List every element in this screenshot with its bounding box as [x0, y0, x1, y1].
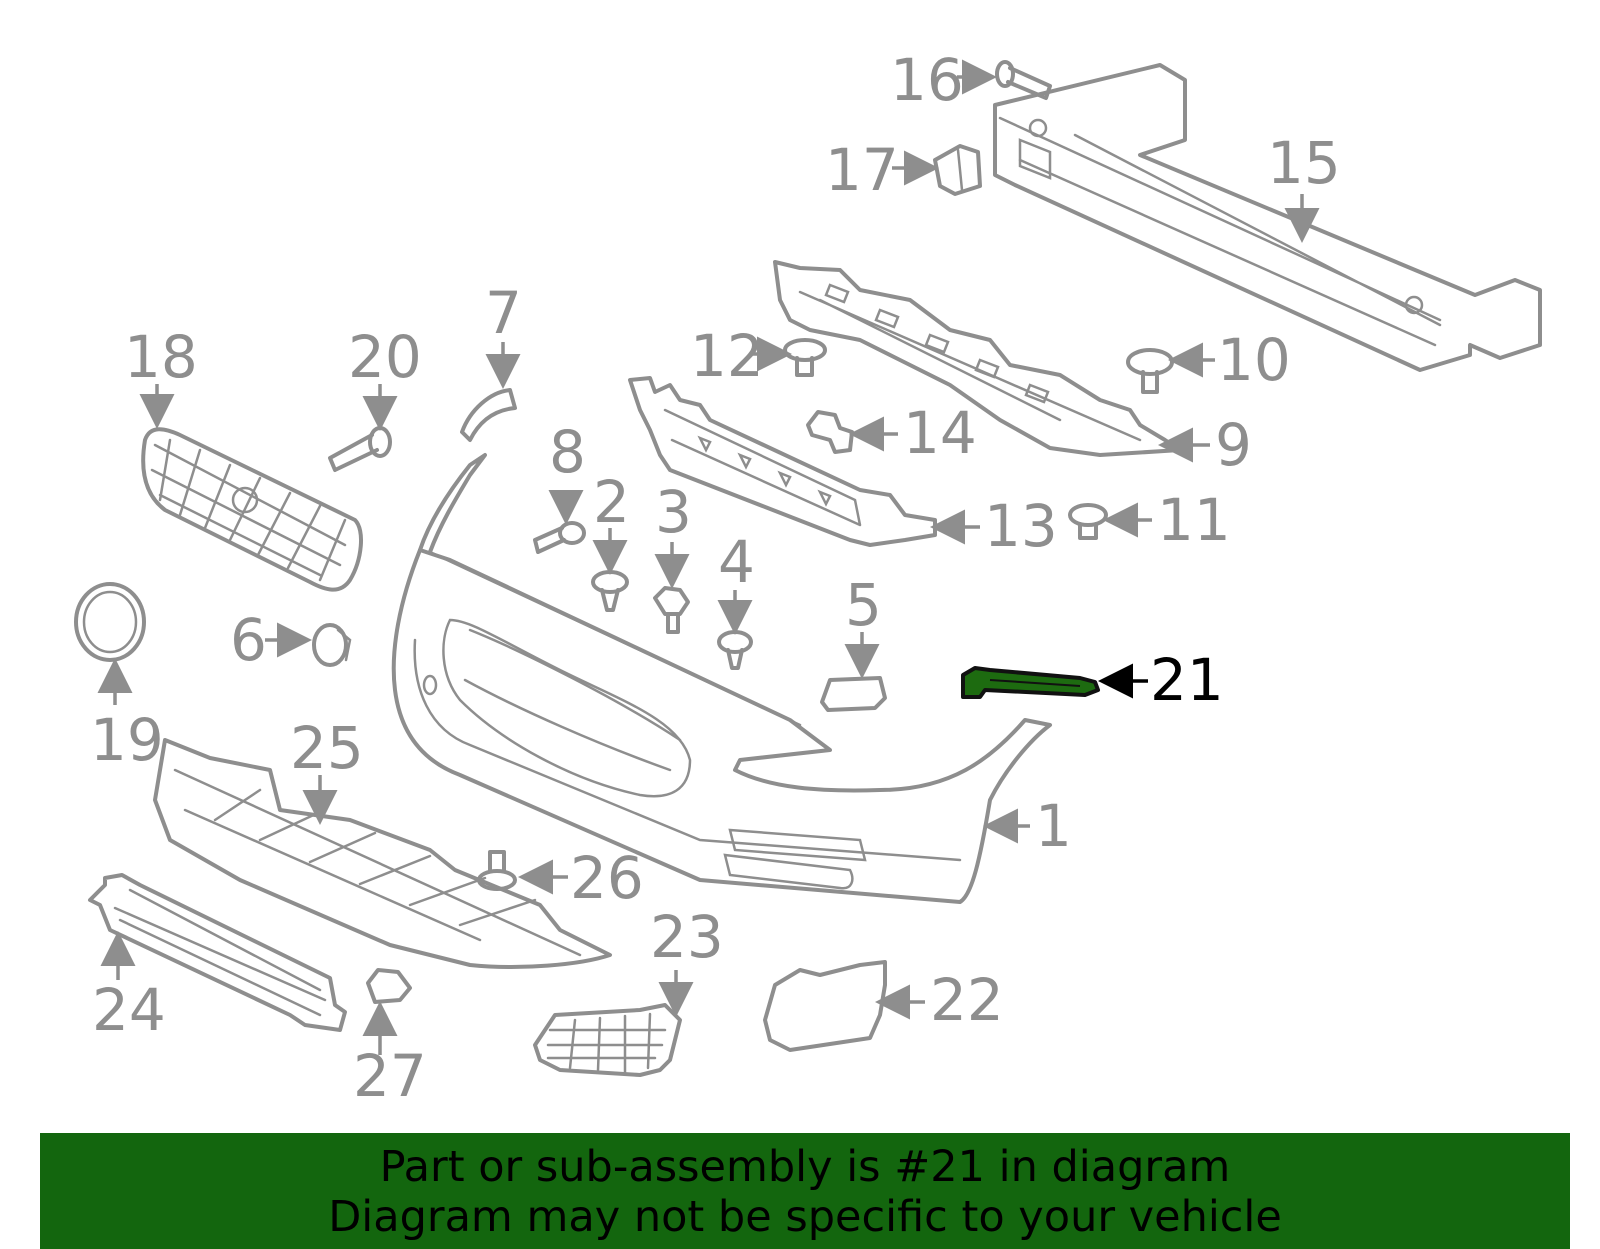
part-9-absorber	[773, 260, 1182, 457]
part-11-push-pin	[1068, 503, 1108, 540]
callout-15: 15	[1267, 129, 1341, 197]
part-20-bolt	[328, 426, 392, 472]
part-23-grille-insert	[533, 1003, 682, 1077]
part-16-bolt	[995, 60, 1052, 100]
part-4-clip	[717, 630, 753, 670]
part-26-push-pin	[477, 850, 517, 891]
callout-13: 13	[984, 492, 1058, 560]
footer-line-1: Part or sub-assembly is #21 in diagram	[379, 1142, 1231, 1192]
callout-17: 17	[825, 136, 899, 204]
callout-1: 1	[1035, 792, 1072, 860]
callout-20: 20	[348, 323, 422, 391]
callout-labels: 1 2 3 4 5 6 7 8 9 10 11 12 13 14 15 16 1…	[90, 46, 1341, 1110]
part-5-cover	[820, 676, 887, 712]
part-10-push-pin	[1126, 348, 1174, 394]
callout-2: 2	[593, 468, 630, 536]
callout-6: 6	[230, 606, 267, 674]
callout-9: 9	[1215, 411, 1252, 479]
part-27-clip-nut	[366, 968, 412, 1004]
part-18-grille	[141, 427, 363, 592]
part-3-screw	[653, 586, 690, 634]
callout-8: 8	[549, 418, 586, 486]
part-14-clip	[806, 410, 854, 454]
callout-16: 16	[890, 46, 964, 114]
part-19-ring	[74, 582, 146, 662]
callout-24: 24	[92, 976, 166, 1044]
part-24-deflector	[88, 873, 347, 1032]
callout-26: 26	[570, 844, 644, 912]
part-1-bumper-cover	[391, 453, 1052, 904]
callout-14: 14	[903, 399, 977, 467]
callout-27: 27	[353, 1042, 427, 1110]
callout-21: 21	[1150, 646, 1224, 714]
callout-12: 12	[690, 322, 764, 390]
part-7-bracket	[460, 388, 517, 442]
part-6-cap	[312, 623, 352, 667]
part-17-cap	[933, 144, 982, 196]
part-15-reinforcement-beam	[993, 63, 1542, 372]
part-2-clip	[591, 570, 629, 612]
callout-10: 10	[1217, 326, 1291, 394]
callout-7: 7	[485, 279, 522, 347]
callout-19: 19	[90, 706, 164, 774]
footer-banner: Part or sub-assembly is #21 in diagram D…	[40, 1133, 1570, 1249]
part-22-bracket	[763, 960, 887, 1052]
callout-11: 11	[1157, 486, 1231, 554]
part-21-bracket-highlighted	[961, 666, 1100, 699]
callout-23: 23	[650, 903, 724, 971]
callout-4: 4	[718, 528, 755, 596]
callout-arrows	[97, 59, 1320, 1055]
callout-22: 22	[930, 966, 1004, 1034]
part-13-bracket	[628, 376, 937, 547]
part-25-undertray	[153, 738, 612, 969]
callout-25: 25	[290, 714, 364, 782]
callout-5: 5	[845, 571, 882, 639]
callout-18: 18	[124, 323, 198, 391]
footer-line-2: Diagram may not be specific to your vehi…	[328, 1192, 1282, 1242]
callout-3: 3	[655, 478, 692, 546]
part-8-bolt	[533, 521, 586, 554]
part-12-push-pin	[783, 338, 827, 377]
